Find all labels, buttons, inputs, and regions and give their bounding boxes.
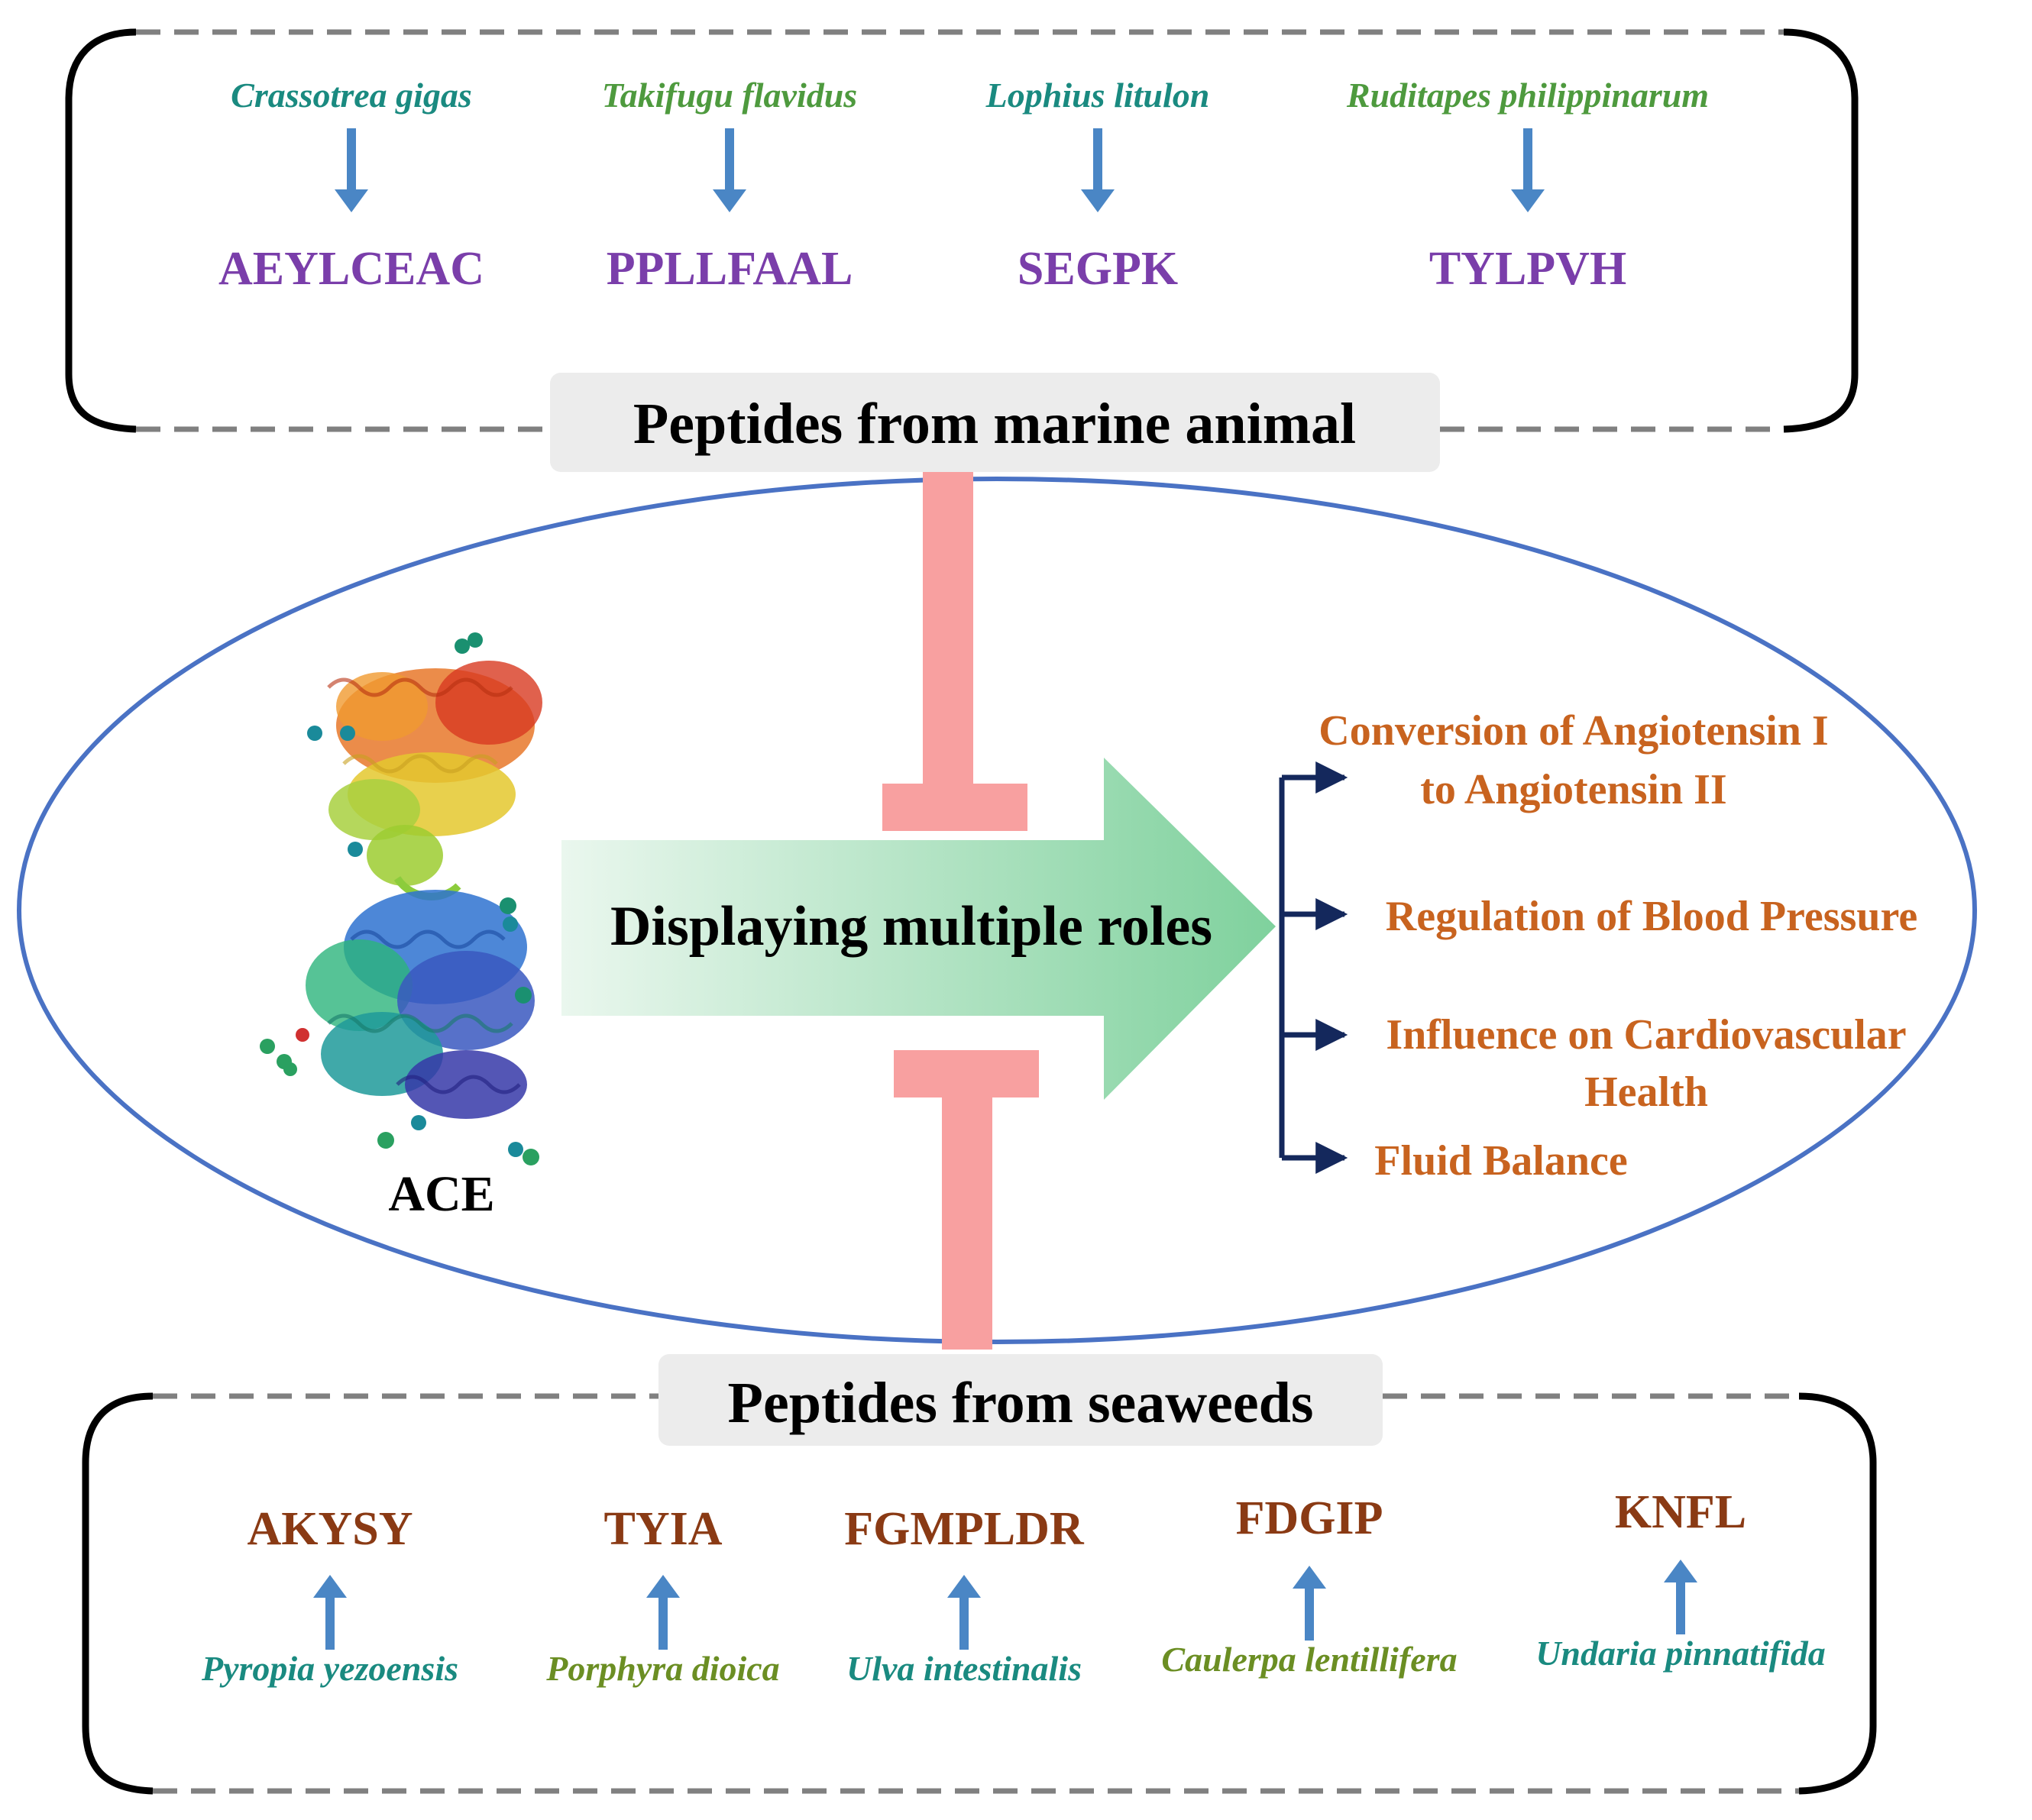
- roles-list: Conversion of Angiotensin I to Angiotens…: [1319, 707, 1917, 1185]
- seaweed-item: KNFL Undaria pinnatifida: [1535, 1486, 1826, 1673]
- seaweeds-title-box: Peptides from seaweeds: [658, 1354, 1383, 1446]
- roles-bracket: [1279, 761, 1348, 1174]
- bottom-panel-left-bracket: [82, 1392, 154, 1795]
- peptide-sequence: PPLLFAAL: [607, 243, 853, 295]
- role-1-line-2: to Angiotensin II: [1420, 766, 1726, 813]
- marine-animal-title-box: Peptides from marine animal: [550, 373, 1440, 472]
- big-arrow-label: Displaying multiple roles: [610, 895, 1212, 958]
- inhibitor-from-seaweeds: [894, 1050, 1039, 1350]
- top-panel-left-bracket: [65, 28, 137, 433]
- species-name: Ruditapes philippinarum: [1346, 76, 1709, 115]
- role-3-line-1: Influence on Cardiovascular: [1386, 1011, 1906, 1059]
- down-arrow-icon: [335, 128, 368, 212]
- ace-ellipse: [17, 477, 1977, 1344]
- species-name: Pyropia yezoensis: [201, 1649, 458, 1688]
- up-arrow-icon: [1664, 1560, 1697, 1634]
- role-4: Fluid Balance: [1374, 1137, 1627, 1185]
- seaweeds-panel: Peptides from seaweeds AKYSY Pyropia yezo…: [82, 1354, 1877, 1795]
- peptide-sequence: TYIA: [603, 1503, 722, 1555]
- top-panel-right-bracket: [1783, 28, 1859, 433]
- species-name: Caulerpa lentillifera: [1161, 1640, 1457, 1679]
- marine-animal-title: Peptides from marine animal: [633, 392, 1356, 456]
- seaweed-item: FGMPLDR Ulva intestinalis: [844, 1503, 1085, 1688]
- species-name: Undaria pinnatifida: [1535, 1634, 1826, 1673]
- up-arrow-icon: [313, 1575, 347, 1650]
- role-2: Regulation of Blood Pressure: [1386, 893, 1917, 940]
- down-arrow-icon: [713, 128, 746, 212]
- peptide-sequence: KNFL: [1615, 1486, 1746, 1538]
- up-arrow-icon: [947, 1575, 981, 1650]
- peptide-sequence: SEGPK: [1018, 243, 1178, 295]
- species-name: Crassotrea gigas: [231, 76, 472, 115]
- role-3-line-2: Health: [1584, 1068, 1708, 1116]
- ace-protein-structure: [260, 632, 542, 1165]
- species-name: Lophius litulon: [985, 76, 1210, 115]
- inhibitor-from-animal: [882, 470, 1027, 831]
- up-arrow-icon: [646, 1575, 680, 1650]
- peptide-sequence: AEYLCEAC: [218, 243, 484, 295]
- peptide-sequence: TYLPVH: [1429, 243, 1626, 295]
- seaweed-item: FDGIP Caulerpa lentillifera: [1161, 1492, 1457, 1679]
- species-name: Porphyra dioica: [545, 1649, 779, 1688]
- peptide-sequence: FDGIP: [1236, 1492, 1383, 1544]
- seaweed-item: AKYSY Pyropia yezoensis: [201, 1503, 458, 1688]
- down-arrow-icon: [1511, 128, 1545, 212]
- peptide-sequence: AKYSY: [247, 1503, 413, 1555]
- species-name: Ulva intestinalis: [846, 1649, 1082, 1688]
- bottom-panel-right-bracket: [1798, 1392, 1877, 1795]
- big-arrow: Displaying multiple roles: [561, 758, 1276, 1100]
- seaweeds-title: Peptides from seaweeds: [728, 1371, 1314, 1435]
- role-1-line-1: Conversion of Angiotensin I: [1319, 707, 1828, 755]
- peptide-sequence: FGMPLDR: [844, 1503, 1085, 1555]
- seaweed-item: TYIA Porphyra dioica: [545, 1503, 779, 1688]
- up-arrow-icon: [1293, 1566, 1326, 1641]
- ace-label: ACE: [388, 1166, 494, 1222]
- species-name: Takifugu flavidus: [602, 76, 857, 115]
- down-arrow-icon: [1081, 128, 1115, 212]
